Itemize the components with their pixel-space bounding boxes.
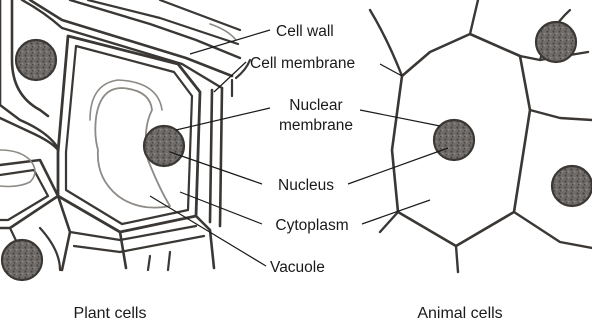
plant-neighbor-cell-outline [0, 105, 58, 150]
animal-neighbor-nucleus [552, 166, 592, 206]
plant-neighbor-nucleus [16, 40, 56, 80]
plant-cell-wall [160, 0, 240, 30]
leader-nuclear-membrane-animal [360, 110, 440, 126]
label-nuclear-membrane-line2: membrane [279, 117, 353, 134]
plant-cells [0, 0, 250, 280]
animal-cells [370, 0, 592, 272]
label-nuclear-membrane-line1: Nuclear [289, 97, 342, 114]
plant-nucleus [144, 126, 184, 166]
animal-neighbor-membrane [470, 0, 478, 34]
plant-cell-wall [70, 226, 204, 252]
plant-neighbor-vacuole [0, 150, 35, 187]
animal-neighbor-nucleus [536, 22, 576, 62]
captions: Plant cells Animal cells [74, 305, 503, 322]
leader-nucleus-animal [348, 148, 448, 184]
plant-cell-wall [232, 60, 250, 96]
label-cytoplasm: Cytoplasm [275, 217, 348, 234]
plant-neighbor-cell-outline [0, 170, 48, 220]
animal-neighbor-membrane [514, 212, 592, 248]
plant-neighbor-cell-outline [148, 252, 170, 270]
leader-nucleus-plant [170, 152, 262, 184]
plant-neighbor-nucleus [2, 240, 42, 280]
plant-cell-wall [210, 88, 222, 226]
leader-cell-membrane [214, 62, 246, 92]
label-cell-wall: Cell wall [276, 23, 334, 40]
plant-cell-wall [88, 0, 238, 44]
label-nucleus: Nucleus [278, 177, 334, 194]
label-vacuole: Vacuole [270, 259, 325, 276]
animal-neighbor-membrane [530, 110, 592, 120]
caption-animal-cells: Animal cells [417, 305, 502, 322]
caption-plant-cells: Plant cells [74, 305, 147, 322]
labels: Cell wall Cell membrane Nuclear membrane… [250, 23, 355, 276]
animal-neighbor-membrane [456, 246, 458, 272]
label-cell-membrane: Cell membrane [250, 55, 355, 72]
animal-neighbor-membrane [370, 10, 402, 76]
